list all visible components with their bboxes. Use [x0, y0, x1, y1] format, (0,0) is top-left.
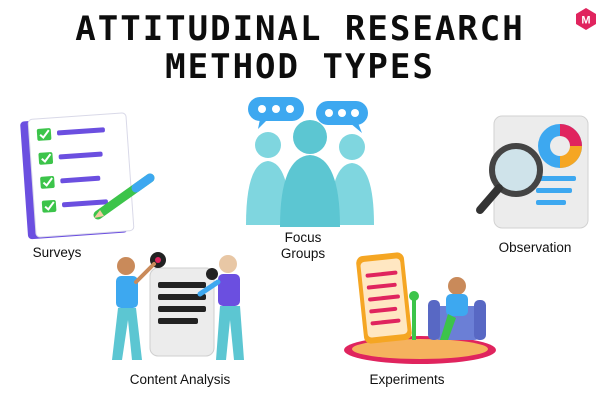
title-line-2: METHOD TYPES	[165, 47, 435, 87]
survey-checklist-icon	[20, 112, 155, 240]
label-content-analysis: Content Analysis	[129, 372, 231, 387]
focus-group-people-icon	[246, 97, 374, 227]
content-analysis-people-icon	[112, 252, 244, 360]
label-surveys: Surveys	[32, 245, 82, 260]
label-focus-groups: Focus Groups	[280, 230, 326, 262]
title-line-1: ATTITUDINAL RESEARCH	[75, 9, 525, 49]
svg-text:M: M	[581, 15, 590, 27]
label-observation: Observation	[498, 240, 572, 255]
label-experiments: Experiments	[369, 372, 445, 387]
magnifier-report-icon	[476, 115, 589, 229]
experiment-phone-chair-icon	[344, 252, 496, 364]
brand-logo-icon: M	[576, 8, 596, 30]
